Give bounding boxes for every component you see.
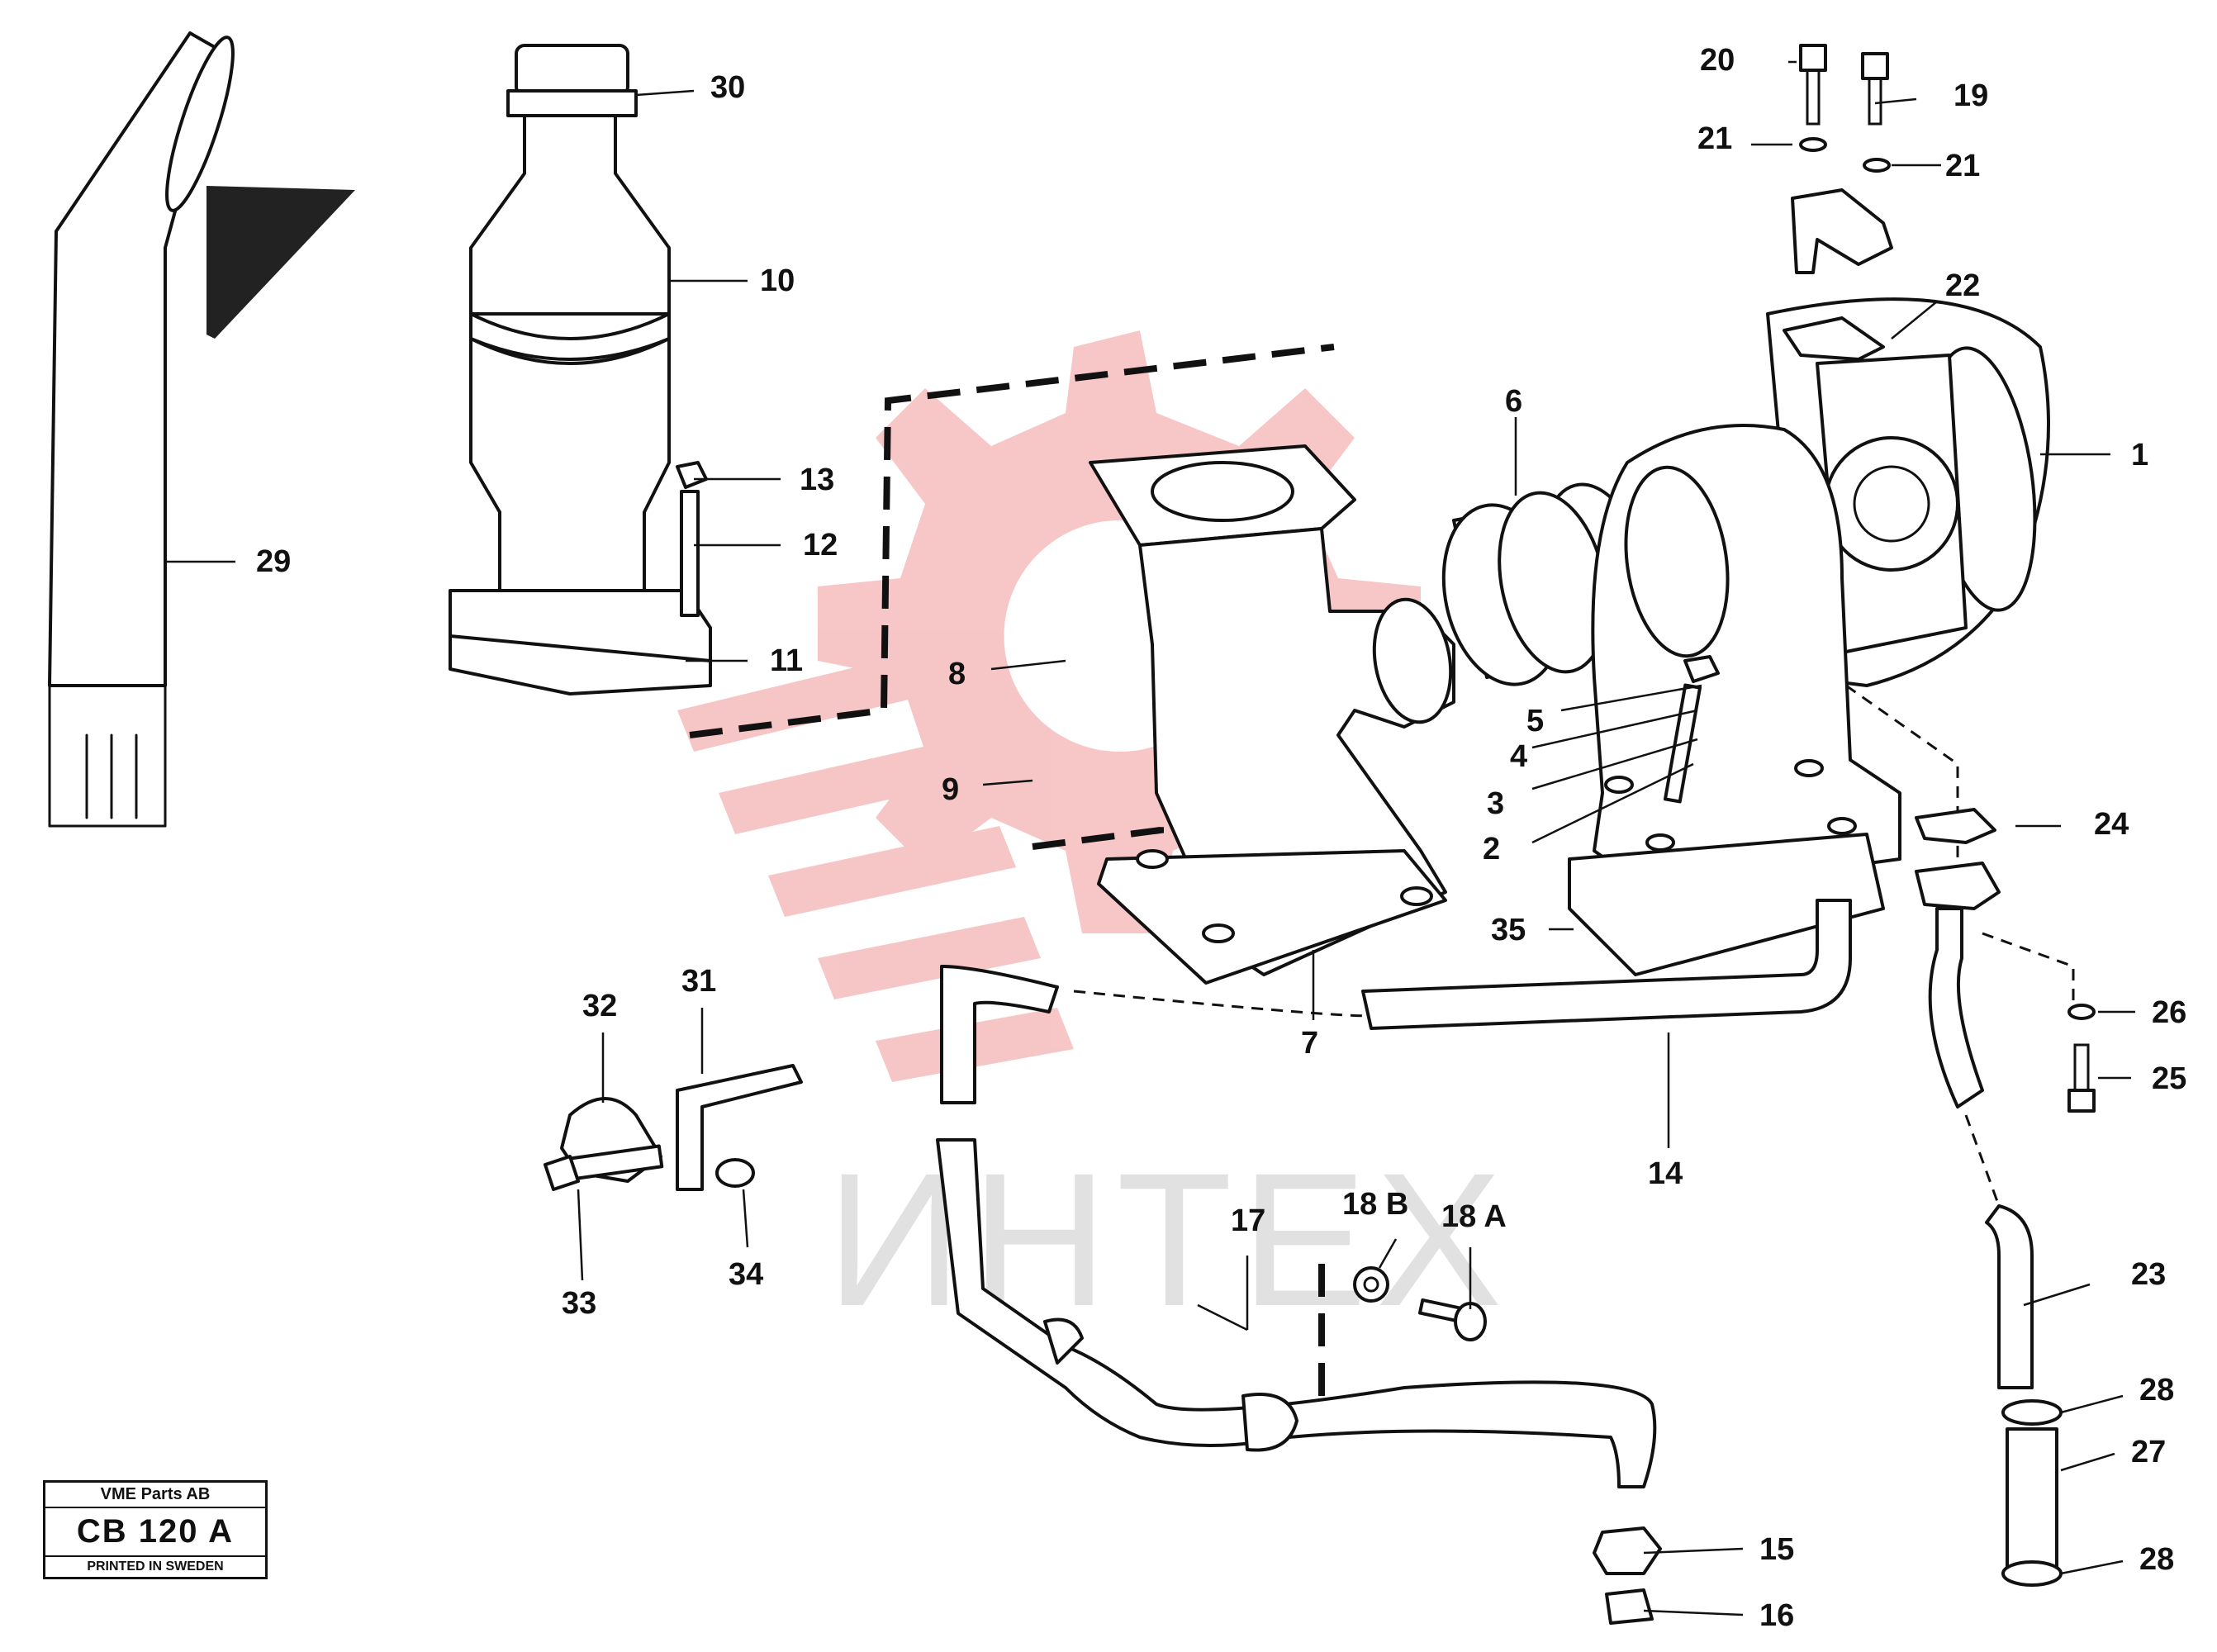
pipe-clamp-bracket (544, 1064, 803, 1191)
callout-2: 2 (1483, 832, 1500, 866)
callout-24: 24 (2094, 807, 2129, 842)
callout-1: 1 (2131, 438, 2148, 472)
lower-pipe-with-clamp (936, 1138, 1662, 1625)
callout-leader-lines (165, 60, 2135, 1616)
oil-return-pipe (1915, 808, 2063, 1587)
callout-11: 11 (770, 643, 803, 678)
exhaust-stack-pipe (48, 31, 355, 828)
callout-15: 15 (1759, 1532, 1794, 1567)
stud-and-nut (676, 461, 708, 617)
callout-26: 26 (2152, 995, 2186, 1030)
silencer-body (449, 44, 712, 695)
callout-19: 19 (1954, 78, 1988, 113)
exhaust-elbow-bracket (1089, 444, 1455, 985)
callout-28b: 28 (2139, 1542, 2174, 1577)
turbocharger (1568, 297, 2050, 976)
alignment-dashed-lines (689, 344, 2075, 1421)
callout-35: 35 (1491, 913, 1526, 947)
callout-33: 33 (562, 1286, 596, 1321)
callout-23: 23 (2131, 1257, 2166, 1292)
callout-32: 32 (582, 989, 617, 1023)
callout-13: 13 (800, 463, 834, 497)
callout-18a: 18 A (1441, 1199, 1507, 1234)
callout-8: 8 (948, 657, 966, 691)
company-name: VME Parts AB (45, 1483, 265, 1508)
callout-20: 20 (1700, 43, 1735, 78)
callout-9: 9 (942, 772, 959, 807)
callout-labels: 1 2 3 4 5 6 7 8 9 10 11 12 13 14 15 16 1… (256, 43, 2186, 1633)
title-block: VME Parts AB CB 120 A PRINTED IN SWEDEN (43, 1480, 268, 1579)
oil-pipe-bolts (1783, 44, 1893, 361)
callout-21a: 21 (1697, 121, 1732, 156)
printed-note: PRINTED IN SWEDEN (87, 1559, 224, 1574)
callout-7: 7 (1301, 1026, 1318, 1061)
callout-5: 5 (1526, 704, 1544, 738)
callout-28a: 28 (2139, 1373, 2174, 1408)
callout-25: 25 (2152, 1061, 2186, 1096)
callout-10: 10 (760, 263, 795, 298)
callout-16: 16 (1759, 1598, 1794, 1633)
callout-30: 30 (710, 70, 745, 105)
watermark-text: ИНТЕХ (826, 1133, 1511, 1346)
callout-12: 12 (803, 528, 838, 563)
callout-3: 3 (1487, 786, 1504, 821)
callout-18b: 18 B (1342, 1187, 1408, 1222)
drawing-code: CB 120 A (45, 1508, 265, 1557)
callout-34: 34 (729, 1257, 763, 1292)
callout-31: 31 (681, 964, 716, 999)
oil-feed-pipe (940, 899, 1852, 1104)
callout-27: 27 (2131, 1435, 2166, 1469)
callout-21b: 21 (1945, 149, 1980, 183)
callout-4: 4 (1510, 739, 1527, 774)
callout-14: 14 (1648, 1156, 1683, 1191)
callout-17: 17 (1231, 1203, 1265, 1238)
callout-29: 29 (256, 544, 291, 579)
callout-22: 22 (1945, 268, 1980, 303)
clamp-bolt (2067, 1004, 2096, 1113)
callout-6: 6 (1505, 384, 1522, 419)
